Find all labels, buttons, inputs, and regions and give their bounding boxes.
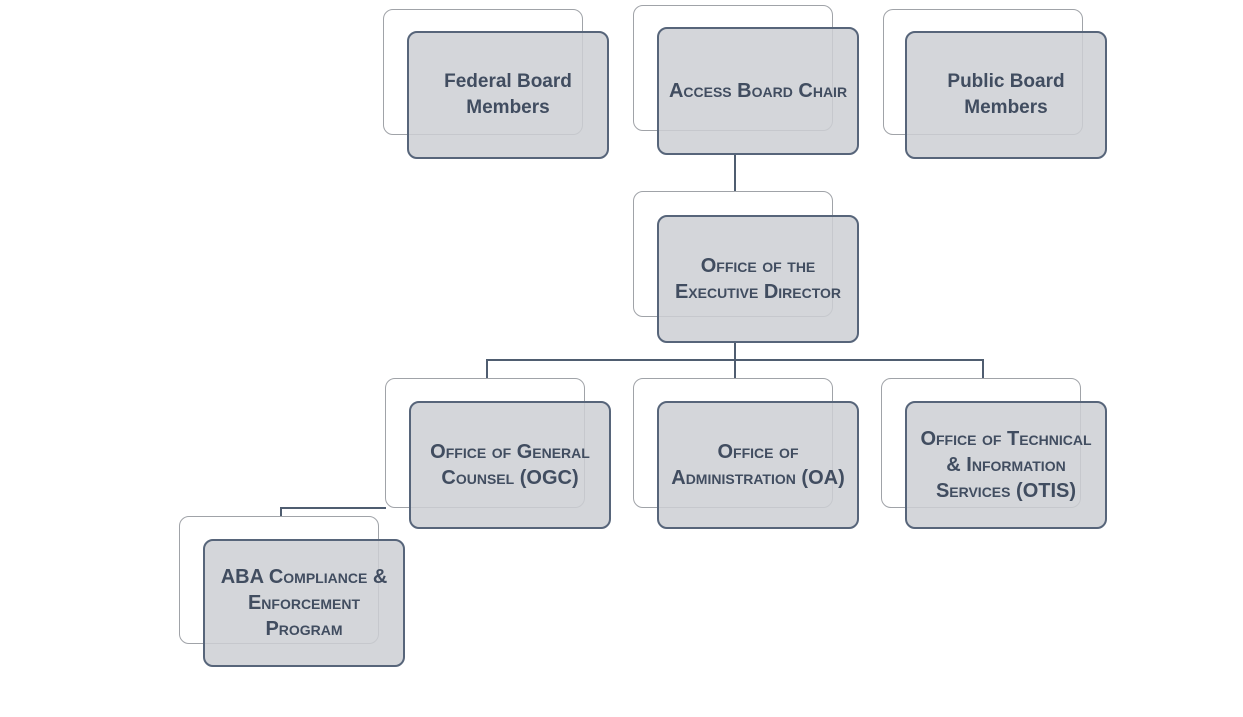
connector-otis [982,359,984,379]
node-public-board-members[interactable]: Public Board Members [905,31,1107,159]
node-label: Office of Administration (OA) [671,441,845,489]
node-label: Access Board Chair [668,80,848,102]
connector-ogc [486,359,488,379]
node-label: Office of General Counsel (OGC) [430,441,590,489]
node-aba-compliance[interactable]: ABA Compliance & Enforcement Program [203,539,405,667]
node-label: Public Board Members [947,71,1065,118]
connector-chair-exec [734,154,736,192]
connector-ogc-aba-h [280,507,386,509]
node-federal-board-members[interactable]: Federal Board Members [407,31,609,159]
node-label: ABA Compliance & Enforcement Program [220,566,388,640]
connector-horizontal [486,359,984,361]
node-executive-director[interactable]: Office of the Executive Director [657,215,859,343]
node-general-counsel[interactable]: Office of General Counsel (OGC) [409,401,611,529]
node-administration[interactable]: Office of Administration (OA) [657,401,859,529]
node-access-board-chair[interactable]: Access Board Chair [657,27,859,155]
node-otis[interactable]: Office of Technical & Information Servic… [905,401,1107,529]
node-label: Office of the Executive Director [674,255,842,303]
node-label: Office of Technical & Information Servic… [920,428,1092,502]
connector-ogc-aba-v [280,507,282,517]
connector-exec-down [734,342,736,402]
node-label: Federal Board Members [444,71,572,118]
